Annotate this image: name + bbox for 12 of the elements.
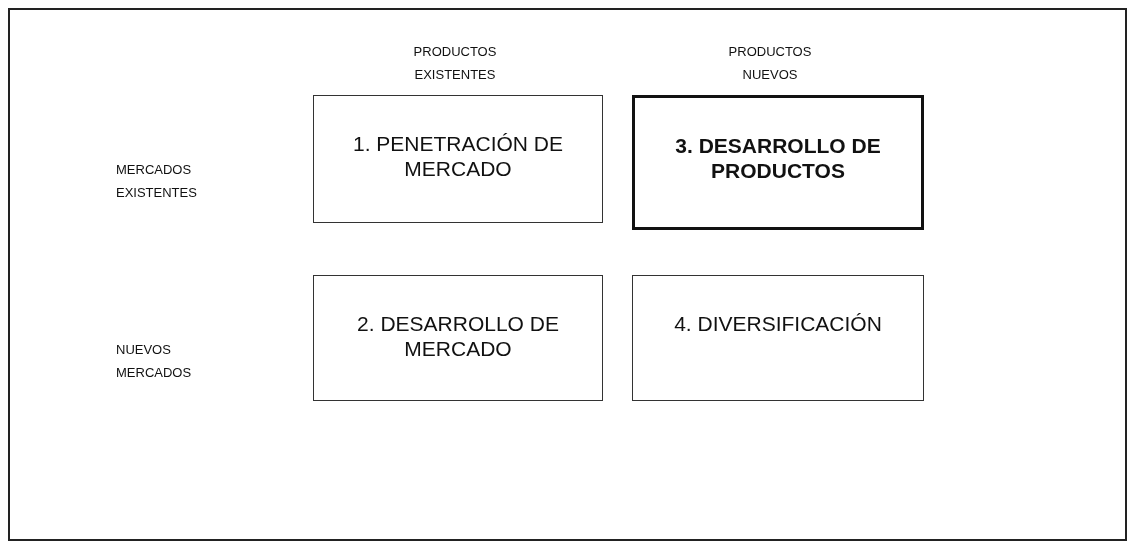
strategy-box: [313, 95, 603, 223]
strategy-box: [632, 95, 924, 230]
box-text: 3. DESARROLLO DE PRODUCTOS: [674, 133, 882, 183]
strategy-box: [313, 275, 603, 401]
box-text: 1. PENETRACIÓN DE MERCADO: [351, 131, 564, 181]
axis-label: NUEVOS MERCADOS: [116, 341, 193, 382]
strategy-box: [632, 275, 924, 401]
box-text: 2. DESARROLLO DE MERCADO: [356, 311, 560, 361]
axis-label: MERCADOS EXISTENTES: [116, 161, 198, 202]
axis-label: PRODUCTOS NUEVOS: [727, 43, 813, 84]
axis-label: PRODUCTOS EXISTENTES: [412, 43, 498, 84]
box-text: 4. DIVERSIFICACIÓN: [673, 311, 883, 336]
